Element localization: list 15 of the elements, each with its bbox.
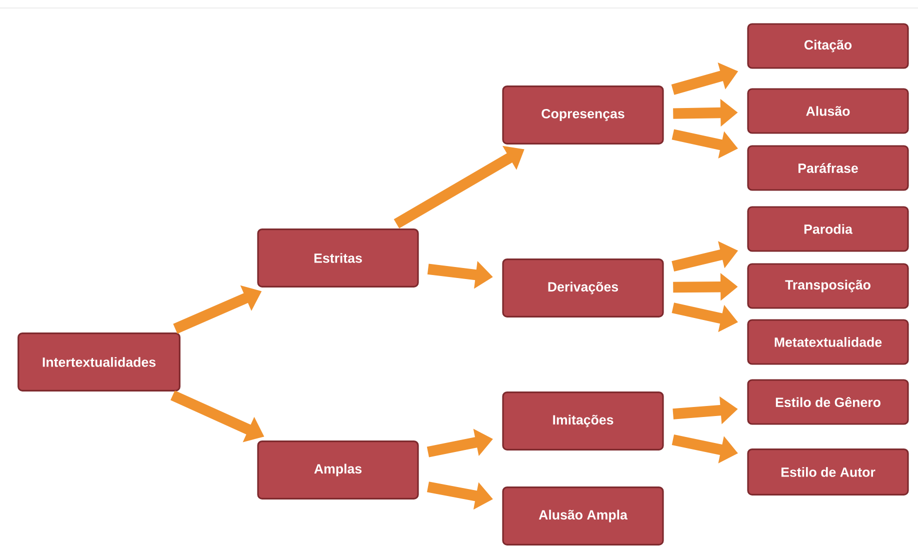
process-box: Copresenças <box>502 86 664 144</box>
process-box: Paráfrase <box>747 145 909 191</box>
process-box: Estilo de Autor <box>747 448 909 496</box>
process-box: Alusão Ampla <box>502 486 664 546</box>
process-box: Citação <box>747 23 909 69</box>
process-box: Derivações <box>502 258 664 318</box>
process-box: Intertextualidades <box>18 332 180 392</box>
process-box: Estritas <box>257 228 419 288</box>
process-box: Metatextualidade <box>747 319 909 365</box>
process-box: Alusão <box>747 88 909 134</box>
process-box: Parodia <box>747 206 909 252</box>
process-box: Estilo de Gênero <box>747 379 909 425</box>
process-box: Imitações <box>502 392 664 450</box>
process-box: Amplas <box>257 440 419 500</box>
process-box: Transposição <box>747 263 909 309</box>
